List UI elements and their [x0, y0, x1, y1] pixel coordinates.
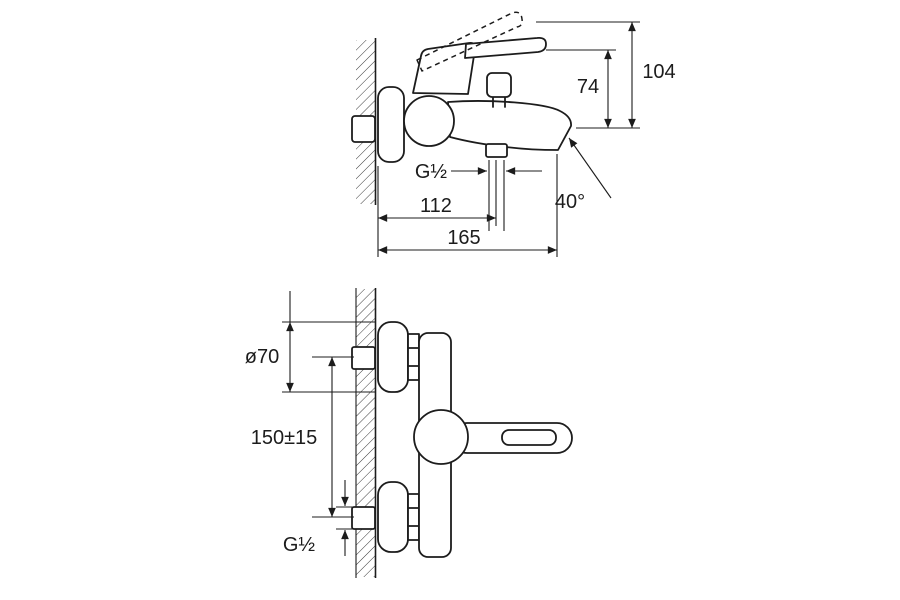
diverter-cap: [486, 72, 512, 98]
inlet-nut-top: [351, 346, 376, 370]
dimension-112: 112: [377, 160, 497, 257]
side-view: 104 74 G½ 112 165: [351, 11, 676, 257]
dimension-165: 165: [378, 154, 558, 257]
lever-handle: [464, 36, 547, 59]
connector-body: [407, 493, 420, 541]
dimension-label-165: 165: [447, 227, 480, 249]
valve-body: [403, 95, 455, 147]
connector-bottom: [407, 493, 420, 541]
dimension-label-g12-inlet: G½: [283, 534, 316, 556]
spout: [447, 100, 572, 151]
dimension-label-40deg: 40°: [555, 191, 585, 213]
diverter-knob: [486, 72, 512, 108]
angle-leader-line: [568, 137, 612, 199]
handle-hub: [413, 409, 469, 465]
dimension-dia70: ø70: [245, 291, 376, 393]
wall-hatch: [356, 289, 375, 577]
wall-section: [355, 288, 377, 578]
escutcheon-bottom: [377, 481, 409, 553]
dimension-label-112: 112: [420, 195, 452, 217]
connector-top: [407, 333, 420, 381]
mixer-side: [351, 11, 572, 163]
escutcheon-top: [377, 321, 409, 393]
lever-handle-raised-outline: [416, 11, 523, 72]
dimension-label-74: 74: [577, 76, 599, 98]
dimension-label-150: 150±15: [251, 427, 318, 449]
dimension-label-g12-outlet: G½: [415, 161, 448, 183]
connector-body: [407, 333, 420, 381]
dimension-label-104: 104: [642, 61, 675, 83]
inlet-nut-bottom: [351, 506, 376, 530]
dimension-label-dia70: ø70: [245, 346, 279, 368]
lever-slot: [501, 429, 557, 446]
mixer-front: [351, 321, 573, 558]
lever-front: [451, 422, 573, 454]
escutcheon: [377, 86, 405, 163]
dimension-74: 74: [546, 49, 616, 128]
dimension-g12-inlet: G½: [283, 480, 358, 556]
inlet-nut: [351, 115, 376, 143]
dimension-g12-outlet: G½: [415, 160, 542, 231]
dimension-150: 150±15: [251, 356, 354, 518]
dimension-40deg: 40°: [555, 137, 612, 213]
front-view: ø70 150±15 G½: [245, 288, 573, 578]
lever-handle: [451, 422, 573, 454]
aerator: [485, 143, 508, 158]
